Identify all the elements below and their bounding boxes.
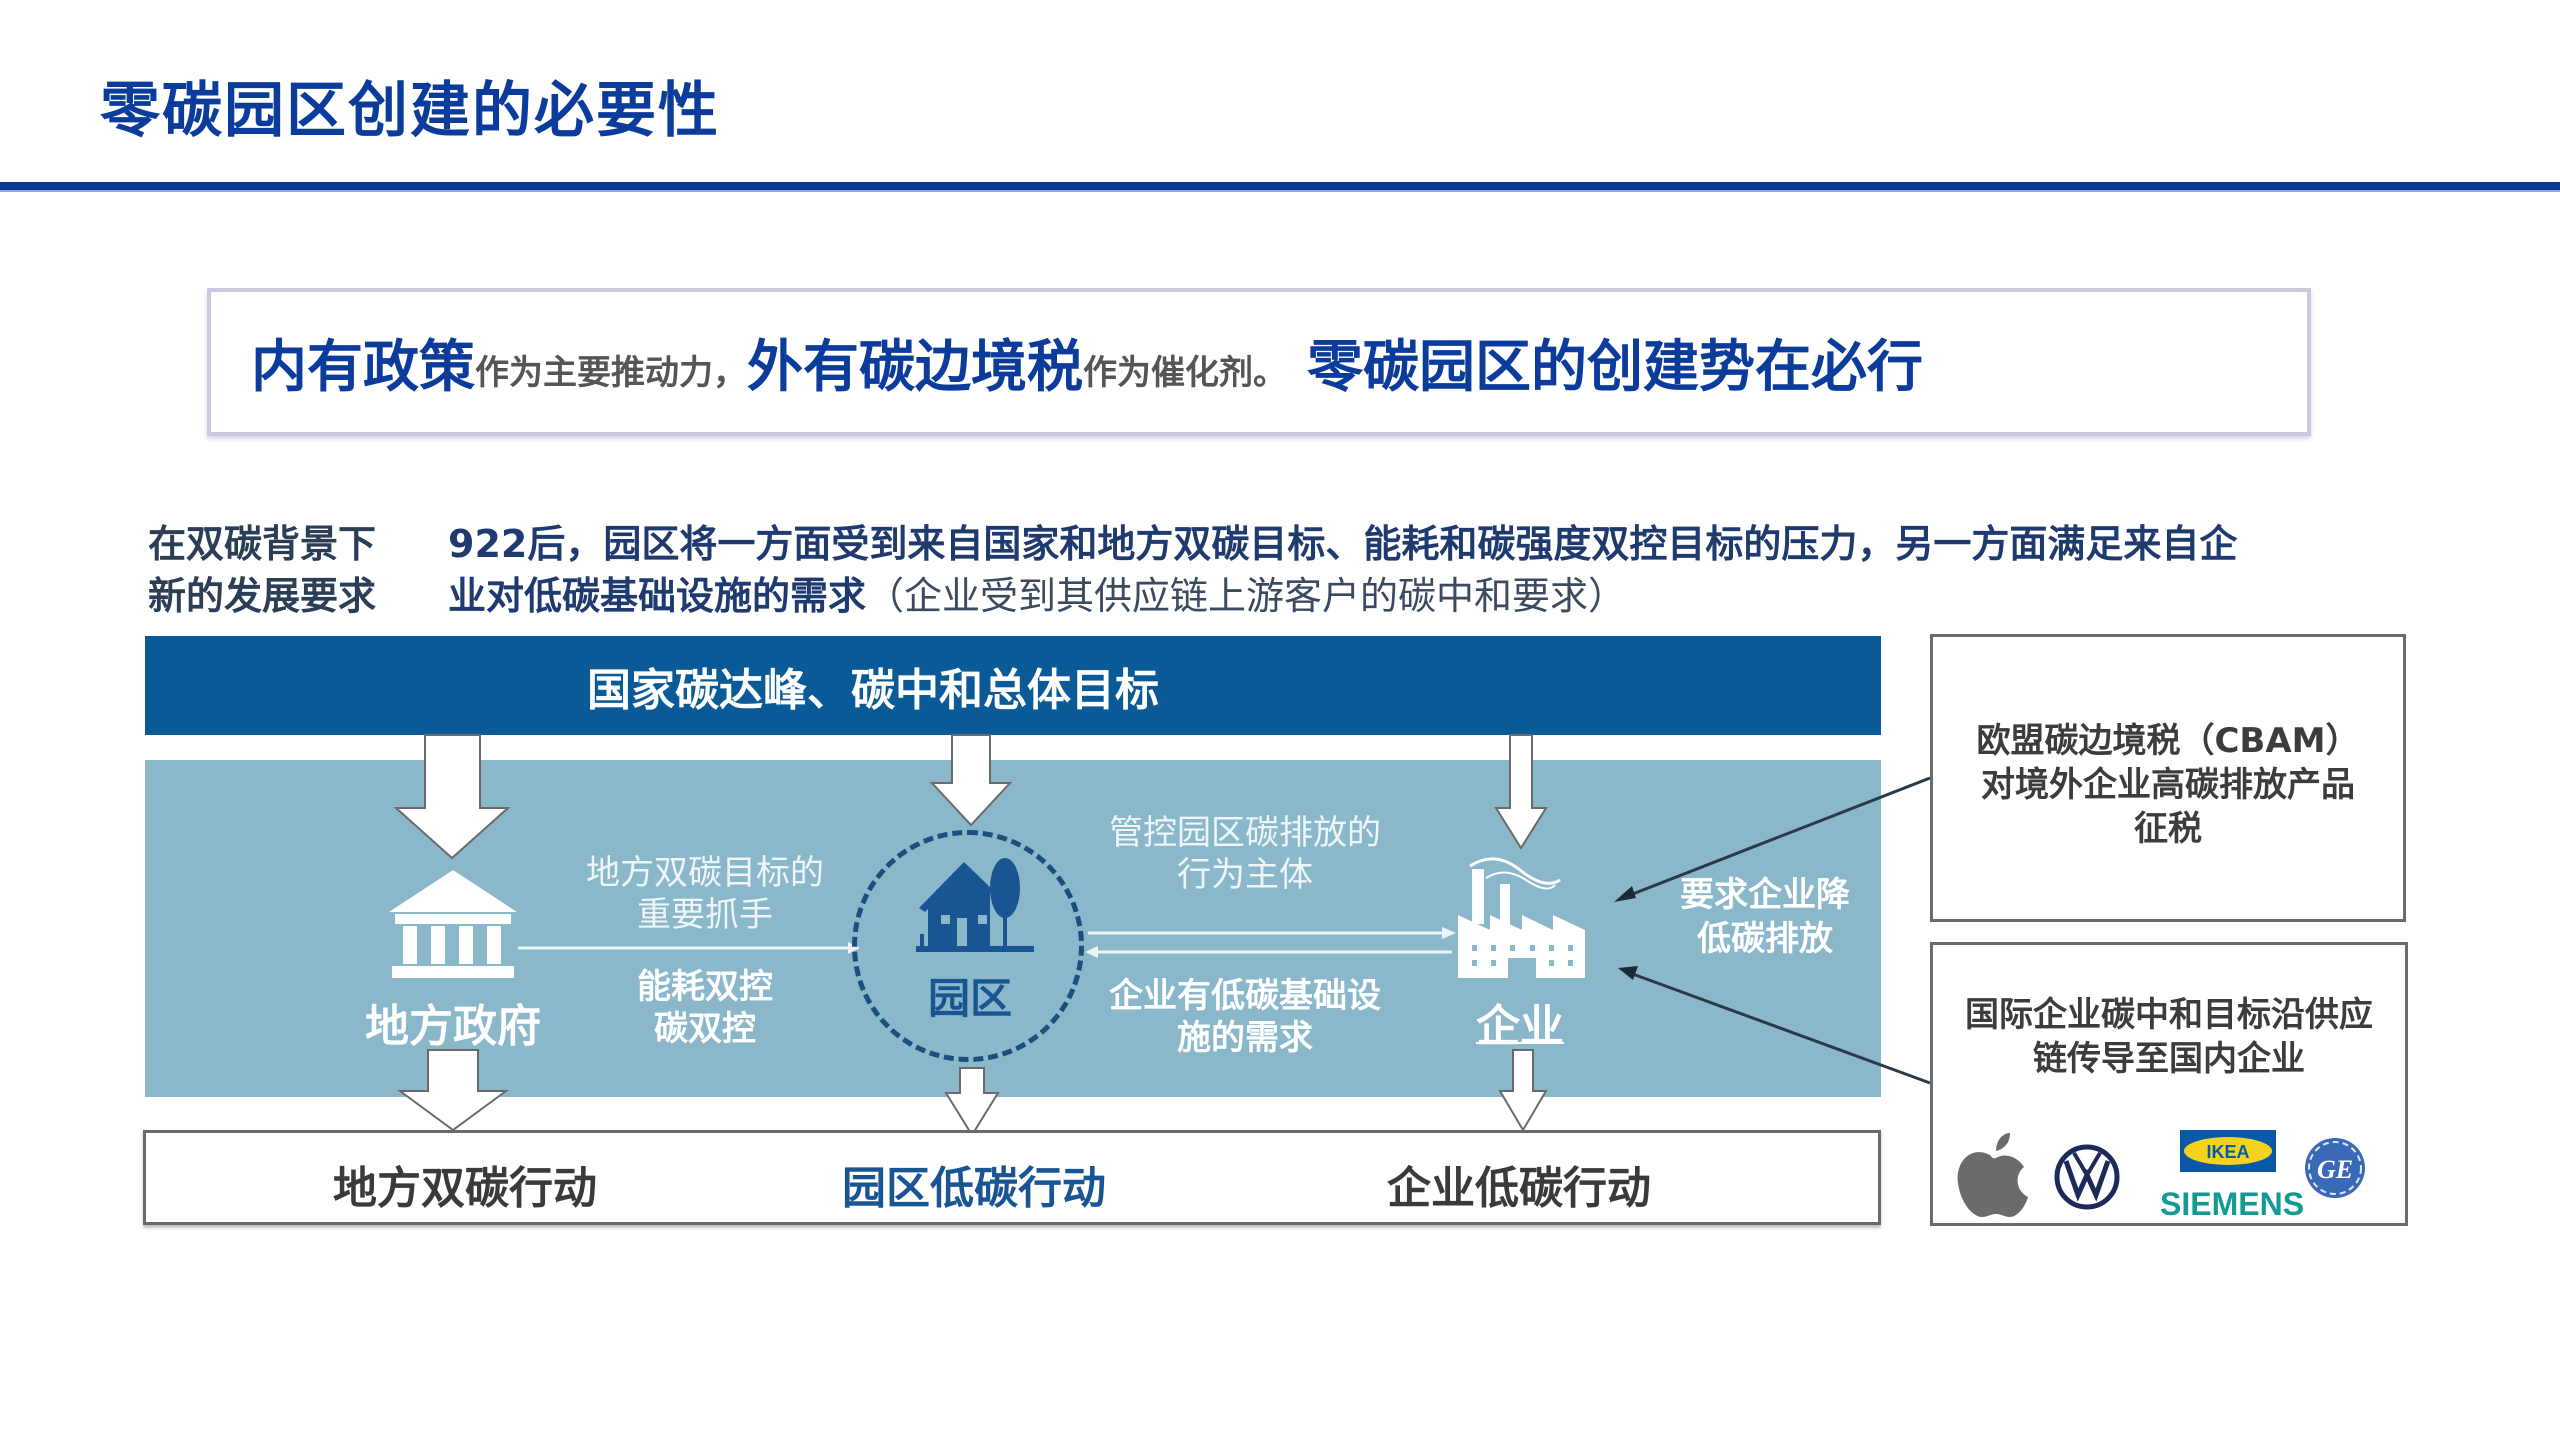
context-body-line1: 922后，园区将一方面受到来自国家和地方双碳目标、能耗和碳强度双控目标的压力，另… bbox=[448, 522, 2238, 566]
actions-box bbox=[143, 1130, 1881, 1225]
cbam-text: 欧盟碳边境税（CBAM） 对境外企业高碳排放产品 征税 bbox=[1976, 721, 2360, 849]
page-title: 零碳园区创建的必要性 bbox=[100, 76, 720, 146]
ikea-logo-icon: IKEA bbox=[2180, 1130, 2276, 1172]
statement-internal-note: 作为主要推动力， bbox=[475, 352, 747, 393]
statement-conclusion: 零碳园区的创建势在必行 bbox=[1307, 334, 1923, 400]
vw-logo-icon bbox=[2054, 1144, 2120, 1210]
edge-label-park-enterprise-top: 管控园区碳排放的 行为主体 bbox=[1109, 813, 1381, 895]
action-enterprise: 企业低碳行动 bbox=[1387, 1163, 1651, 1214]
park-boundary-circle bbox=[852, 830, 1084, 1062]
context-body-line2-note: （企业受到其供应链上游客户的碳中和要求） bbox=[866, 574, 1627, 618]
down-arrow-icon bbox=[393, 734, 1548, 1137]
node-enterprise-label: 企业 bbox=[1476, 1001, 1564, 1052]
government-building-icon bbox=[389, 870, 517, 978]
statement-external-note: 作为催化剂。 bbox=[1083, 352, 1287, 393]
context-label: 在双碳背景下 新的发展要求 bbox=[148, 518, 376, 622]
title-rule bbox=[0, 182, 2560, 190]
edge-label-gov-park-top: 地方双碳目标的 重要抓手 bbox=[586, 853, 824, 935]
apple-logo-icon bbox=[1957, 1133, 2028, 1217]
intl-text: 国际企业碳中和目标沿供应 链传导至国内企业 bbox=[1965, 995, 2373, 1079]
company-logos: IKEA SIEMENS GE bbox=[1957, 1130, 2365, 1222]
statement-external-tax: 外有碳边境税 bbox=[747, 334, 1083, 400]
factory-icon bbox=[1458, 857, 1585, 978]
national-goal-banner: 国家碳达峰、碳中和总体目标 bbox=[145, 636, 1881, 735]
context-label-line2: 新的发展要求 bbox=[148, 574, 377, 618]
action-park: 园区低碳行动 bbox=[842, 1163, 1106, 1214]
siemens-logo: SIEMENS bbox=[2160, 1186, 2304, 1222]
edge-label-external-pressure: 要求企业降 低碳排放 bbox=[1680, 875, 1850, 959]
svg-text:IKEA: IKEA bbox=[2206, 1142, 2249, 1162]
edge-label-gov-park-bottom: 能耗双控 碳双控 bbox=[637, 967, 773, 1049]
statement-internal-policy: 内有政策 bbox=[251, 334, 475, 400]
action-local: 地方双碳行动 bbox=[333, 1163, 597, 1214]
edge-label-enterprise-park-bottom: 企业有低碳基础设 施的需求 bbox=[1109, 976, 1381, 1058]
svg-text:GE: GE bbox=[2317, 1155, 2353, 1184]
ge-logo-icon: GE bbox=[2305, 1138, 2365, 1198]
cbam-box: 欧盟碳边境税（CBAM） 对境外企业高碳排放产品 征税 bbox=[1930, 634, 2406, 922]
key-statement-box: 内有政策 作为主要推动力， 外有碳边境税 作为催化剂。 零碳园区的创建势在必行 bbox=[207, 288, 2311, 436]
context-body: 922后，园区将一方面受到来自国家和地方双碳目标、能耗和碳强度双控目标的压力，另… bbox=[448, 518, 2408, 622]
context-body-line2-bold: 业对低碳基础设施的需求 bbox=[448, 574, 867, 618]
node-government-label: 地方政府 bbox=[365, 1001, 541, 1052]
node-park-label: 园区 bbox=[927, 974, 1012, 1023]
banner-text: 国家碳达峰、碳中和总体目标 bbox=[587, 664, 1159, 716]
context-label-line1: 在双碳背景下 bbox=[148, 522, 377, 566]
